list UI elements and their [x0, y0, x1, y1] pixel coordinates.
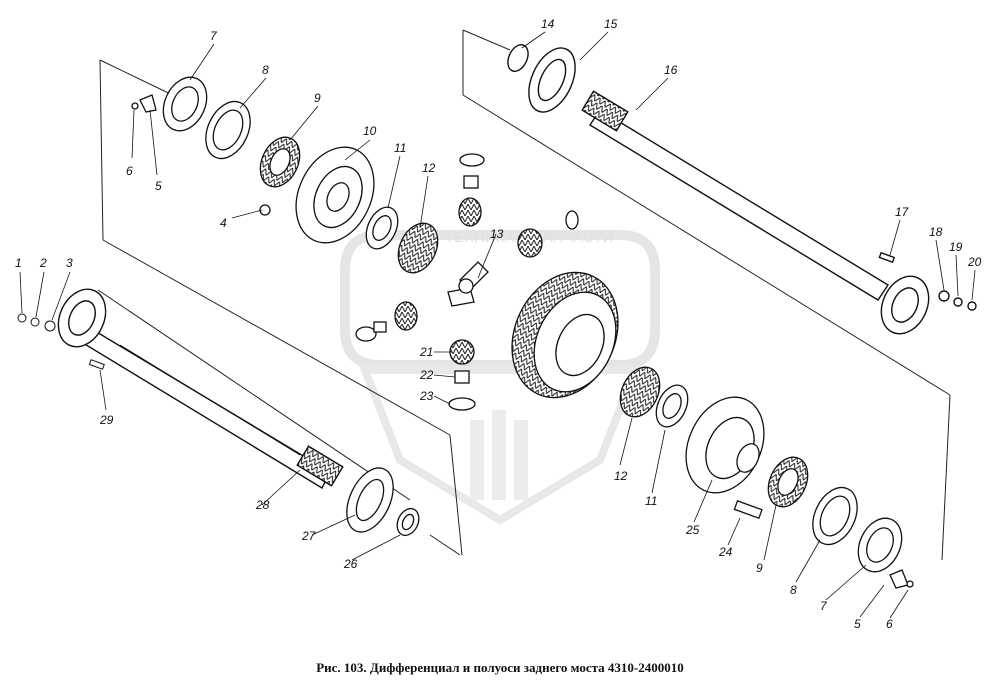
figure-caption: Рис. 103. Дифференциал и полуоси заднего…	[316, 660, 684, 675]
left-small-fasteners	[17, 313, 105, 370]
callout-25: 25	[685, 523, 700, 537]
callout-11-left: 11	[394, 141, 406, 155]
left-differential-case	[295, 146, 375, 244]
callout-21: 21	[419, 345, 433, 359]
callout-8-right: 8	[790, 583, 797, 597]
callout-labels: 1 2 3 4 5 6 7 8 9 10 11 12 13 14 15 16 1…	[15, 17, 982, 631]
right-axle-shaft	[507, 44, 977, 335]
assembly-lines-right	[429, 29, 951, 561]
right-differential-case	[685, 396, 765, 520]
callout-6-right: 6	[886, 617, 893, 631]
callout-19: 19	[949, 240, 963, 254]
right-gear-and-washer	[619, 366, 689, 428]
callout-14: 14	[541, 17, 555, 31]
assembly-lines-left	[97, 59, 463, 556]
callout-6-left: 6	[126, 164, 133, 178]
callout-16: 16	[664, 63, 678, 77]
callout-2: 2	[39, 256, 47, 270]
callout-18: 18	[929, 225, 943, 239]
callout-20: 20	[967, 255, 982, 269]
callout-4: 4	[220, 216, 227, 230]
left-shim-and-bush	[346, 467, 420, 537]
spider-and-pinions	[355, 153, 579, 411]
callout-3: 3	[66, 256, 73, 270]
callout-8-left: 8	[262, 63, 269, 77]
right-bearing-group	[767, 456, 914, 589]
callout-5-right: 5	[854, 617, 861, 631]
callout-1: 1	[15, 256, 22, 270]
left-thrust-washer-and-gear	[365, 206, 439, 274]
callout-7-left: 7	[210, 29, 218, 43]
callout-15: 15	[604, 17, 618, 31]
leader-lines	[19, 31, 976, 619]
callout-26: 26	[343, 557, 358, 571]
callout-23: 23	[419, 389, 434, 403]
callout-12-right: 12	[614, 469, 628, 483]
callout-5-left: 5	[155, 179, 162, 193]
callout-7-right: 7	[820, 599, 828, 613]
callout-12-left: 12	[422, 161, 436, 175]
callout-29: 29	[99, 413, 114, 427]
callout-17: 17	[895, 205, 910, 219]
callout-11-right: 11	[645, 494, 657, 508]
ring-gear	[511, 271, 619, 399]
left-bearing-group	[131, 76, 301, 216]
callout-22: 22	[419, 368, 434, 382]
callout-24: 24	[718, 545, 733, 559]
left-axle-shaft	[57, 288, 344, 489]
callout-27: 27	[301, 529, 317, 543]
callout-10: 10	[363, 124, 377, 138]
callout-13: 13	[490, 227, 504, 241]
callout-28: 28	[255, 498, 270, 512]
callout-9-right: 9	[756, 561, 763, 575]
callout-9-left: 9	[314, 91, 321, 105]
